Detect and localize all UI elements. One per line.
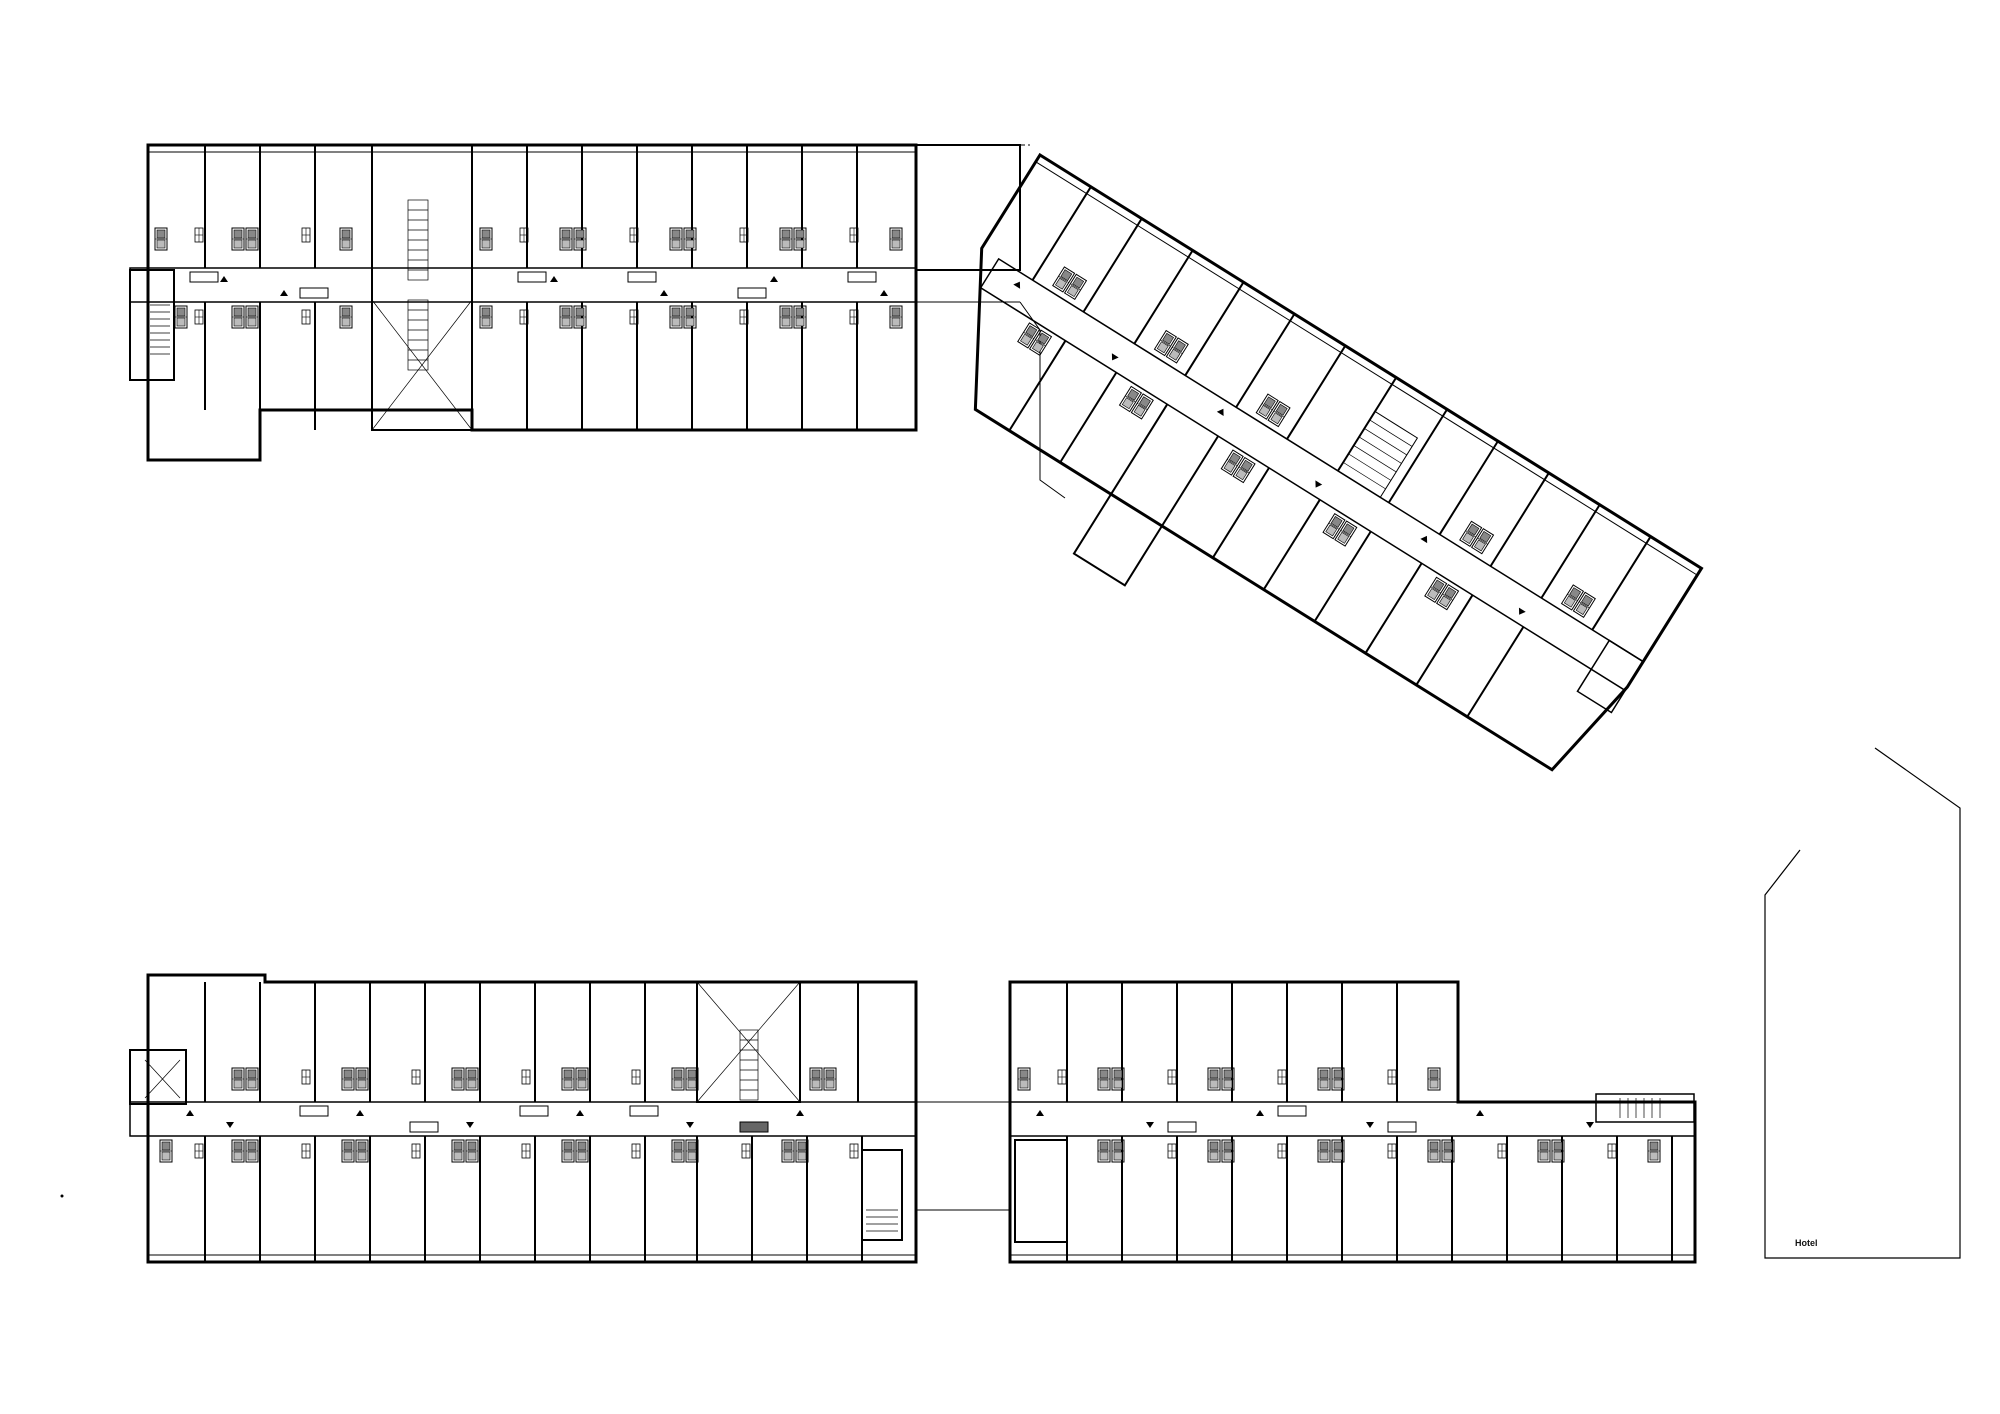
hotel-outline: Hotel xyxy=(1764,747,1961,1259)
south-west-wing xyxy=(129,973,918,1264)
south-west-corridor xyxy=(129,1101,917,1137)
north-central-stair xyxy=(371,144,473,431)
south-west-wing-outline xyxy=(146,973,918,1264)
north-wing xyxy=(129,143,918,462)
diagonal-wing-outline xyxy=(973,152,1704,772)
hotel-label: Hotel xyxy=(1795,1238,1818,1248)
diagonal-stair xyxy=(1337,410,1419,499)
south-connector xyxy=(916,1101,1010,1211)
south-east-corridor xyxy=(1009,1101,1696,1137)
dot-marker xyxy=(60,1194,64,1198)
diagonal-wing xyxy=(973,152,1704,772)
north-connector xyxy=(915,144,1066,499)
north-corridor xyxy=(129,267,917,303)
north-west-stair xyxy=(129,269,175,381)
south-east-wing xyxy=(1008,980,1697,1264)
